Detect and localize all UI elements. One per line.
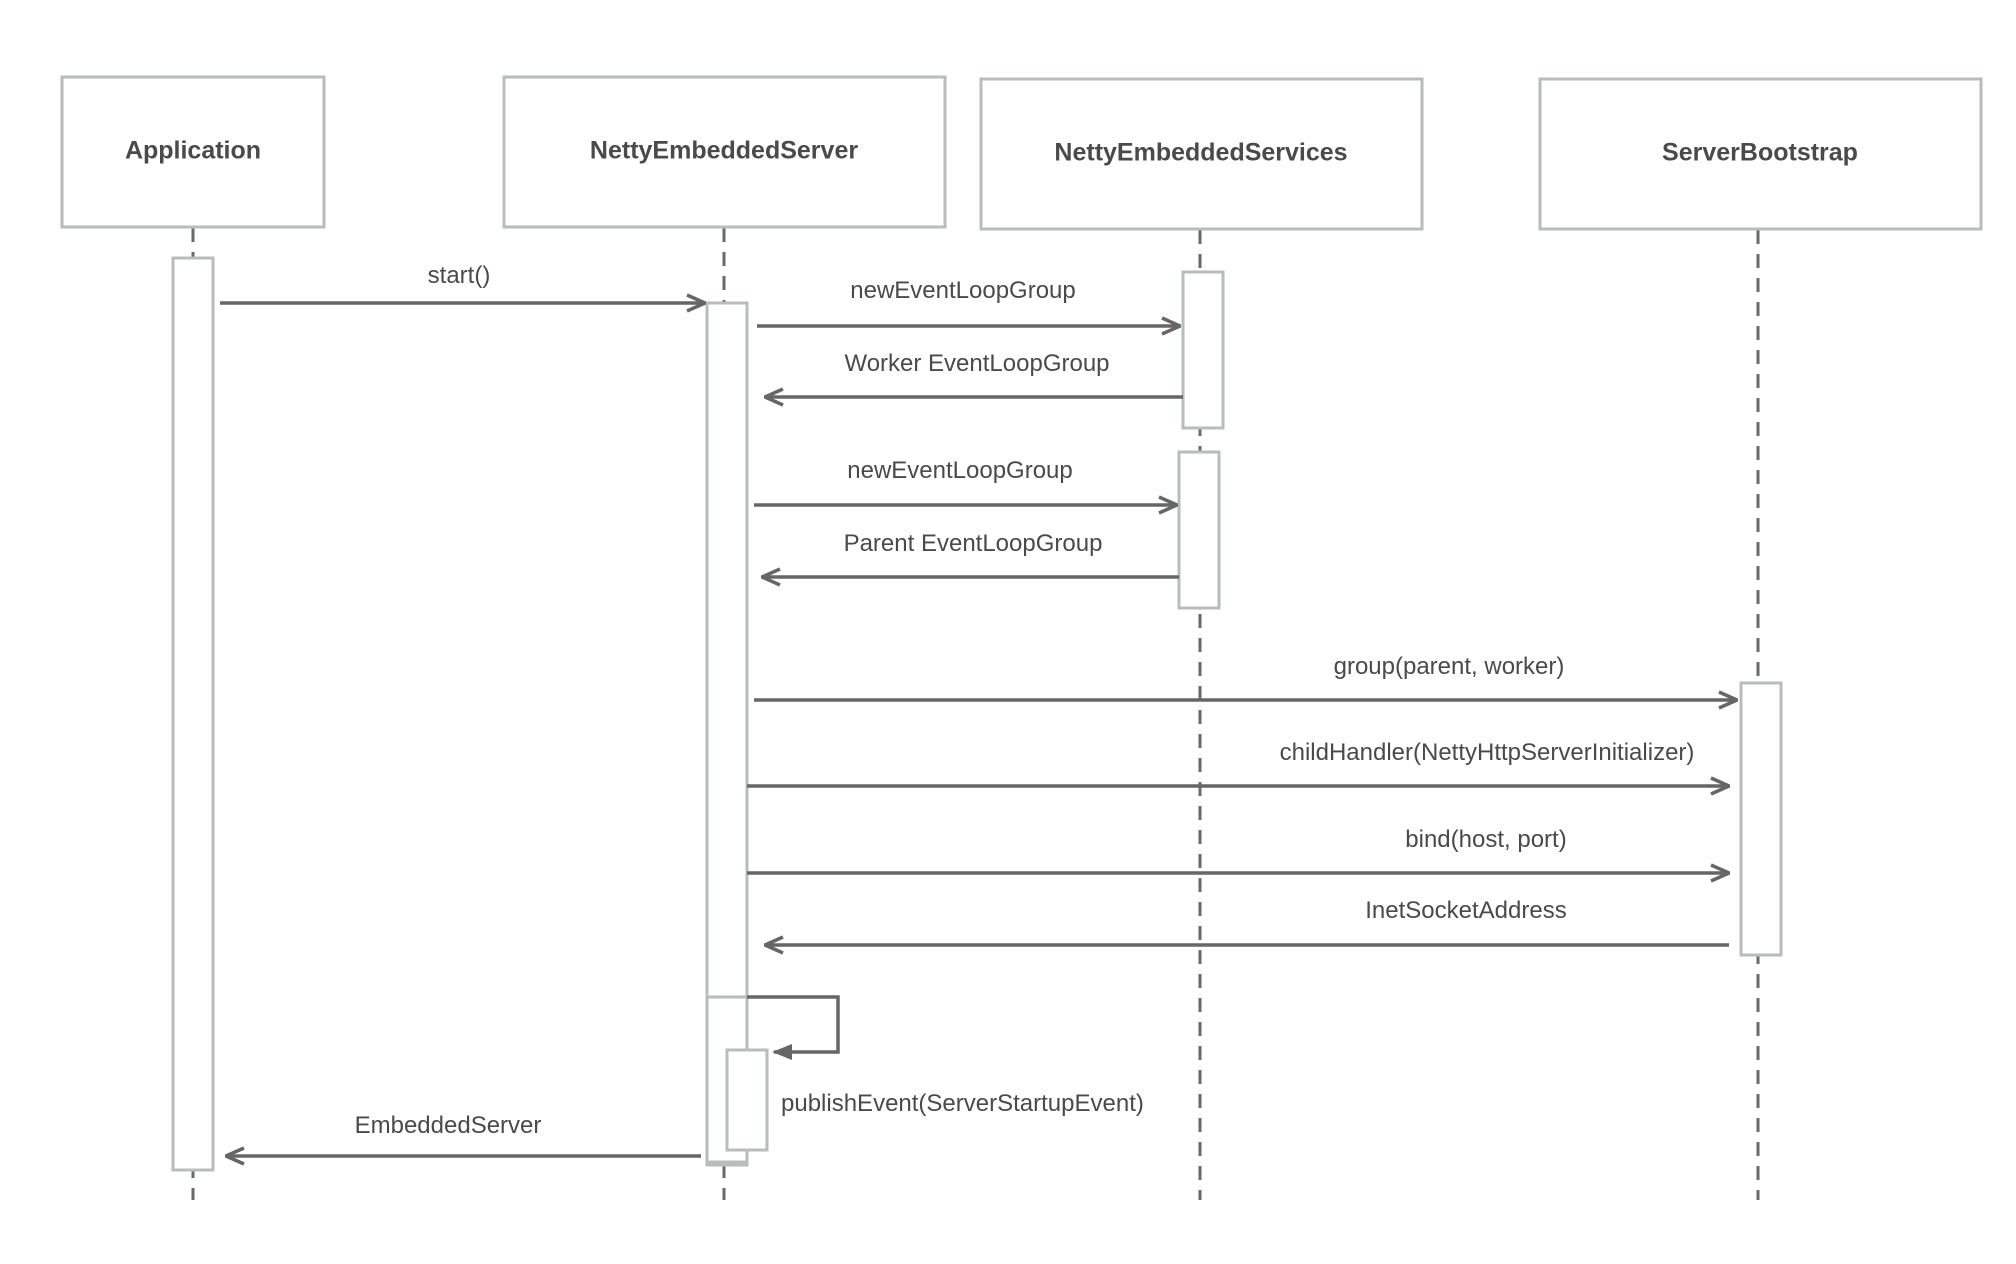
message-start-label: start()	[428, 262, 491, 289]
participant-netty-embedded-services-label: NettyEmbeddedServices	[1054, 139, 1347, 167]
message-new-event-loop-group-1: newEventLoopGroup	[757, 277, 1180, 326]
participant-application-label: Application	[125, 137, 261, 165]
activation-services-worker	[1181, 270, 1225, 430]
message-publish-event: publishEvent(ServerStartupEvent)	[747, 995, 1144, 1117]
message-new-event-loop-group-2-label: newEventLoopGroup	[847, 457, 1073, 484]
message-new-event-loop-group-2: newEventLoopGroup	[754, 457, 1177, 505]
activation-services-parent	[1177, 450, 1221, 610]
message-worker-event-loop-group-label: Worker EventLoopGroup	[844, 350, 1109, 377]
participant-server-bootstrap: ServerBootstrap	[1538, 77, 1983, 231]
activation-application	[171, 256, 215, 1172]
activation-server-self-inner	[725, 1048, 769, 1152]
participant-netty-embedded-services: NettyEmbeddedServices	[979, 77, 1424, 231]
message-group: group(parent, worker)	[754, 653, 1737, 700]
message-bind-label: bind(host, port)	[1405, 826, 1566, 853]
activation-server-bootstrap	[1739, 681, 1783, 957]
message-inet-socket-address-label: InetSocketAddress	[1365, 897, 1566, 924]
message-inet-socket-address: InetSocketAddress	[765, 897, 1729, 945]
message-child-handler-label: childHandler(NettyHttpServerInitializer)	[1280, 739, 1695, 766]
participant-application: Application	[60, 75, 326, 229]
message-new-event-loop-group-1-label: newEventLoopGroup	[850, 277, 1076, 304]
participant-netty-embedded-server: NettyEmbeddedServer	[502, 75, 947, 229]
message-embedded-server-label: EmbeddedServer	[355, 1112, 542, 1139]
participant-netty-embedded-server-label: NettyEmbeddedServer	[590, 137, 858, 165]
message-publish-event-label: publishEvent(ServerStartupEvent)	[781, 1090, 1144, 1117]
message-parent-event-loop-group: Parent EventLoopGroup	[762, 530, 1179, 577]
message-parent-event-loop-group-label: Parent EventLoopGroup	[844, 530, 1103, 557]
message-embedded-server: EmbeddedServer	[226, 1112, 701, 1156]
message-start: start()	[220, 262, 705, 303]
message-group-label: group(parent, worker)	[1334, 653, 1565, 680]
message-child-handler: childHandler(NettyHttpServerInitializer)	[747, 739, 1729, 786]
message-worker-event-loop-group: Worker EventLoopGroup	[765, 350, 1183, 397]
message-bind: bind(host, port)	[747, 826, 1729, 873]
participant-server-bootstrap-label: ServerBootstrap	[1662, 139, 1858, 167]
